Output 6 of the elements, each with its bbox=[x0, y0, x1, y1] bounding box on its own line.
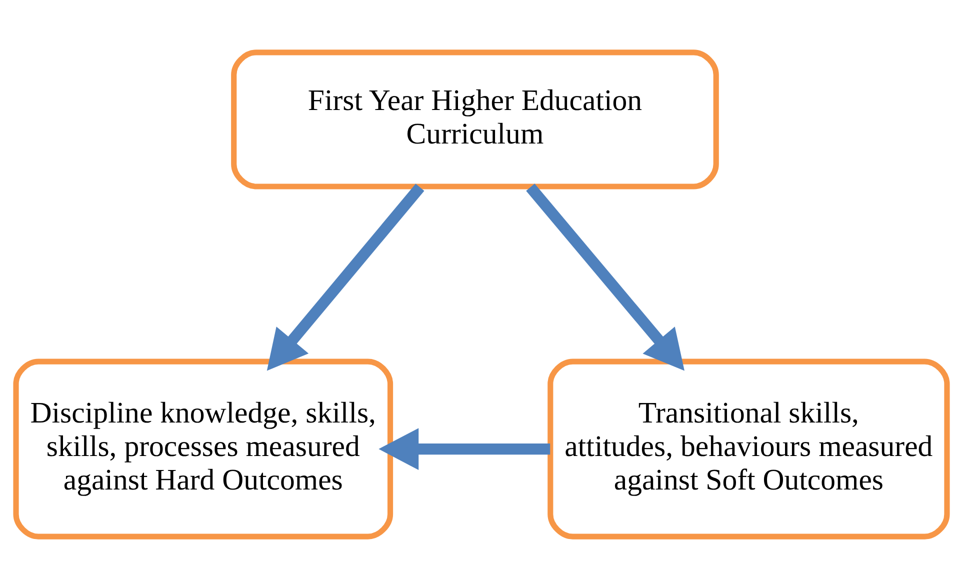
node-box: First Year Higher Education Curriculum bbox=[231, 49, 719, 189]
node-box: Discipline knowledge, skills, skills, processes measured against Hard Outcomes bbox=[13, 358, 394, 539]
arrow bbox=[526, 183, 684, 370]
arrow bbox=[266, 183, 424, 370]
node-box: Transitional skills, attitudes, behaviours measured against Soft Outcomes bbox=[548, 358, 950, 539]
arrow bbox=[378, 428, 550, 470]
